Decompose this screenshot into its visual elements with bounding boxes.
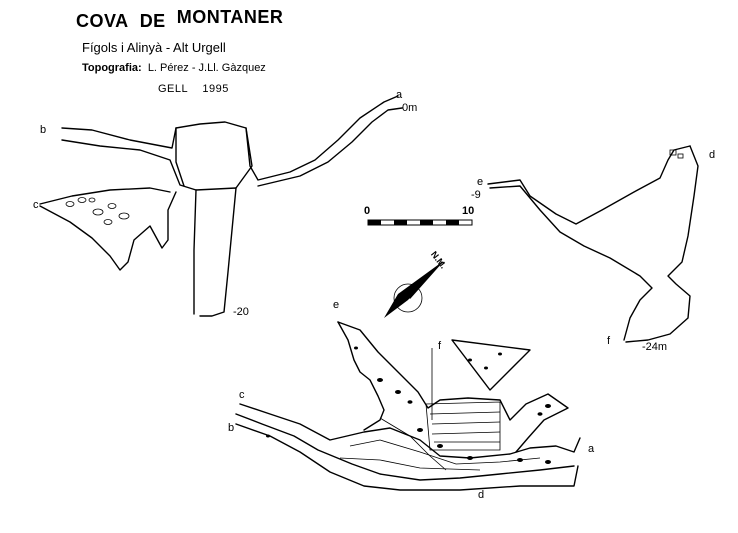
label-left-c: c xyxy=(33,199,39,211)
group-year: 1995 xyxy=(202,83,229,95)
label-left-a: a xyxy=(396,89,403,101)
label-plan-f: f xyxy=(438,340,442,352)
title-word-montaner: MONTANER xyxy=(176,7,284,27)
survey-label: Topografia: xyxy=(82,62,142,74)
north-arrow xyxy=(384,261,443,318)
title-word-de: DE xyxy=(139,11,166,31)
label-plan-e: e xyxy=(333,299,340,311)
left-profile-section xyxy=(39,95,403,317)
map-subtitle: Fígols i Alinyà - Alt Urgell xyxy=(82,40,226,55)
label-plan-d: d xyxy=(478,489,485,501)
label-right-depth-9: -9 xyxy=(471,189,481,201)
scale-bar xyxy=(367,219,473,226)
title-word-cova: COVA xyxy=(76,11,129,31)
survey-authors: L. Pérez - J.Ll. Gàzquez xyxy=(147,62,266,74)
label-right-f: f xyxy=(607,335,611,347)
group-name: GELL xyxy=(158,83,189,95)
label-left-depth-20: -20 xyxy=(233,306,249,318)
label-right-depth-24m: -24m xyxy=(642,341,668,353)
survey-credits: Topografia: L. Pérez - J.Ll. Gàzquez xyxy=(82,63,266,74)
label-right-e: e xyxy=(477,176,484,188)
label-right-d: d xyxy=(709,149,716,161)
label-left-b: b xyxy=(40,124,47,136)
scale-label-10: 10 xyxy=(462,205,475,217)
scale-label-0: 0 xyxy=(364,205,371,217)
label-left-depth-0m: 0m xyxy=(402,102,418,114)
map-title: COVA DE MONTANER xyxy=(76,8,283,31)
plan-view xyxy=(235,321,581,491)
survey-group: GELL 1995 xyxy=(158,84,229,95)
label-plan-a: a xyxy=(588,443,595,455)
right-profile-section xyxy=(487,145,699,343)
label-plan-c: c xyxy=(239,389,245,401)
label-plan-b: b xyxy=(228,422,235,434)
